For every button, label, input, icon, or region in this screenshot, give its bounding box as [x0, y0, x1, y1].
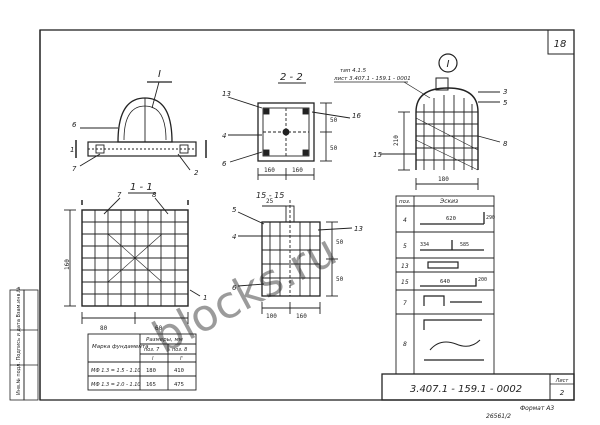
pos-15a: 15 — [373, 151, 382, 159]
drawing-code: 3.407.1 - 159.1 - 0002 — [410, 384, 522, 395]
sizes-row-2-b: 475 — [174, 382, 184, 388]
sizes-table — [87, 333, 197, 391]
dim-50b: 50 — [330, 145, 338, 152]
dim-160a: 160 — [264, 167, 275, 174]
pos-1a: 1 — [70, 146, 74, 154]
dim-180: 180 — [438, 176, 449, 183]
sketch-15-dim-a: 640 — [440, 279, 450, 285]
pos-7a: 7 — [72, 165, 77, 173]
view-section-2-2 — [227, 96, 351, 180]
sizes-col-dims: Размеры, мм — [146, 337, 183, 343]
node-ref-1: тип 4.1.5 — [340, 68, 367, 74]
sizes-sub-b2: l' — [180, 356, 183, 362]
sizes-row-2-mark: МФ 1.3 = 2.0 - 1.10 — [91, 382, 141, 388]
view-node-I — [380, 77, 501, 190]
sketch-header: Эскиз — [439, 198, 458, 205]
side-stamp-text: Инв.№ подл. Подпись и дата Взам.инв.№ — [16, 286, 22, 395]
section-2-title: 2 - 2 — [280, 72, 303, 83]
sheet-number-box — [547, 29, 575, 55]
dim-25: 25 — [266, 198, 274, 205]
dim-160d: 160 — [296, 313, 307, 320]
bottom-code: 26561/2 — [486, 413, 511, 420]
dim-50a: 50 — [330, 117, 338, 124]
sketch-5-dim-b: 585 — [460, 242, 469, 248]
pos-3a: 3 — [503, 88, 507, 96]
dim-60: 60 — [155, 325, 163, 332]
sizes-sub-a: поз. 7 — [144, 347, 160, 353]
dim-160b: 160 — [292, 167, 303, 174]
node-reference: тип 4.1.5 лист 3.407.1 - 159.1 - 0001 — [333, 68, 431, 99]
format-label: Формат А3 — [520, 405, 554, 412]
sizes-sub-b: поз. 8 — [172, 347, 187, 353]
title-block — [381, 373, 575, 401]
pos-13b: 13 — [354, 225, 363, 233]
pos-8b: 8 — [152, 191, 157, 199]
sizes-sub-a2: l — [152, 356, 154, 362]
sketch-pos-4: 4 — [403, 217, 407, 224]
pos-1b: 1 — [203, 294, 207, 302]
pos-6b: 6 — [222, 160, 227, 168]
view-node-elevation: I — [75, 69, 207, 171]
view-section-15-15 — [237, 200, 353, 314]
sizes-col-mark: Марка фундамента — [92, 344, 149, 350]
pos-2a: 2 — [194, 169, 199, 177]
section-15-title: 15 - 15 — [256, 191, 284, 200]
sketch-table — [395, 195, 495, 375]
sizes-row-1-mark: МФ 1.3 = 1.5 - 1.10 — [91, 368, 141, 374]
sizes-row-1-b: 410 — [174, 368, 184, 374]
pos-16a: 16 — [352, 112, 361, 120]
pos-6c: 6 — [232, 284, 237, 292]
node-ref-2: лист 3.407.1 - 159.1 - 0001 — [333, 76, 411, 82]
side-stamp: Инв.№ подл. Подпись и дата Взам.инв.№ — [9, 286, 39, 401]
dim-80: 80 — [100, 325, 108, 332]
sheet-label: Лист — [555, 378, 570, 384]
sketch-4-dim-b: 290 — [486, 215, 495, 221]
sheet-number: 18 — [554, 39, 567, 50]
sizes-row-1-a: 180 — [146, 368, 156, 374]
sketch-5-dim-a: 334 — [420, 242, 429, 248]
section-1-title: 1 - 1 — [130, 182, 153, 193]
dim-50d: 50 — [336, 276, 344, 283]
view-section-1-1 — [64, 197, 201, 324]
pos-4a: 4 — [222, 132, 226, 140]
sketch-pos-5: 5 — [403, 243, 407, 250]
sketch-pos-7: 7 — [403, 300, 407, 307]
sketch-15-dim-b: 200 — [478, 277, 487, 283]
node-marker: I — [447, 59, 450, 70]
dim-210: 210 — [393, 135, 400, 146]
pos-7b: 7 — [117, 191, 122, 199]
pos-5b: 5 — [232, 206, 237, 214]
sketch-pos-15: 15 — [401, 279, 409, 286]
pos-6a: 6 — [72, 121, 77, 129]
pos-4b: 4 — [232, 233, 236, 241]
sizes-row-2-a: 165 — [146, 382, 156, 388]
node-label: I — [158, 69, 161, 80]
sketch-4-dim-a: 620 — [446, 216, 456, 222]
dim-160c: 160 — [64, 259, 71, 270]
sketch-pos-8: 8 — [403, 341, 407, 348]
sheet-no: 2 — [560, 389, 565, 397]
dim-100b: 100 — [266, 313, 277, 320]
pos-5a: 5 — [503, 99, 508, 107]
node-marker-circle — [438, 53, 458, 73]
dim-50c: 50 — [336, 239, 344, 246]
pos-8a: 8 — [503, 140, 508, 148]
pos-13a: 13 — [222, 90, 231, 98]
sketch-header-pos: поз. — [399, 199, 411, 205]
sketch-pos-13: 13 — [401, 263, 409, 270]
